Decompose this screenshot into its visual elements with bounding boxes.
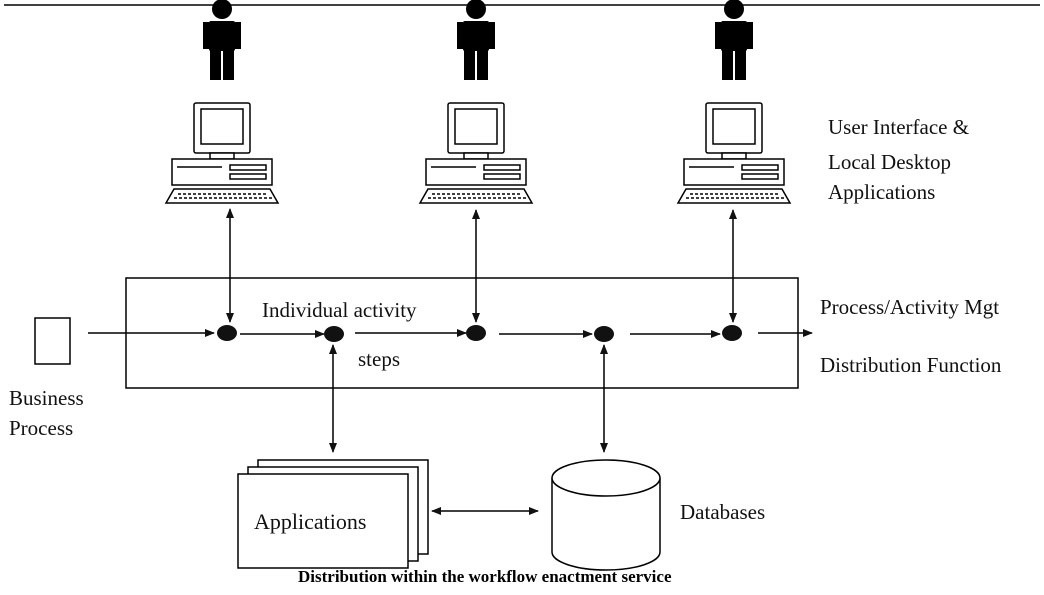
diagram-caption: Distribution within the workflow enactme… xyxy=(298,567,672,586)
activity-steps-label-line2: steps xyxy=(358,347,400,371)
business-process-label-line2: Process xyxy=(9,416,74,440)
activity-step-node-1 xyxy=(217,325,237,341)
ui-label-line2: Local Desktop xyxy=(828,150,952,174)
business-process-document xyxy=(34,317,71,365)
applications-stack xyxy=(237,459,429,569)
process-mgt-label-line1: Process/Activity Mgt xyxy=(820,295,1000,319)
desktop-computer-icon-3 xyxy=(677,102,791,204)
ui-label-line3: Applications xyxy=(828,180,936,204)
process-mgt-label-line2: Distribution Function xyxy=(820,353,1002,377)
activity-step-node-3 xyxy=(466,325,486,341)
database-cylinder-icon xyxy=(551,459,661,571)
activity-step-node-2 xyxy=(324,326,344,342)
user-person-icon-3 xyxy=(715,0,753,80)
activity-steps-label-line1: Individual activity xyxy=(262,298,417,322)
databases-label: Databases xyxy=(680,500,766,524)
desktop-computer-icon-2 xyxy=(419,102,533,204)
ui-label-line1: User Interface & xyxy=(828,115,970,139)
user-person-icon-2 xyxy=(457,0,495,80)
applications-label: Applications xyxy=(254,509,367,534)
desktop-computer-icon-1 xyxy=(165,102,279,204)
business-process-label-line1: Business xyxy=(9,386,84,410)
user-person-icon-1 xyxy=(203,0,241,80)
activity-step-node-4 xyxy=(594,326,614,342)
activity-step-node-5 xyxy=(722,325,742,341)
